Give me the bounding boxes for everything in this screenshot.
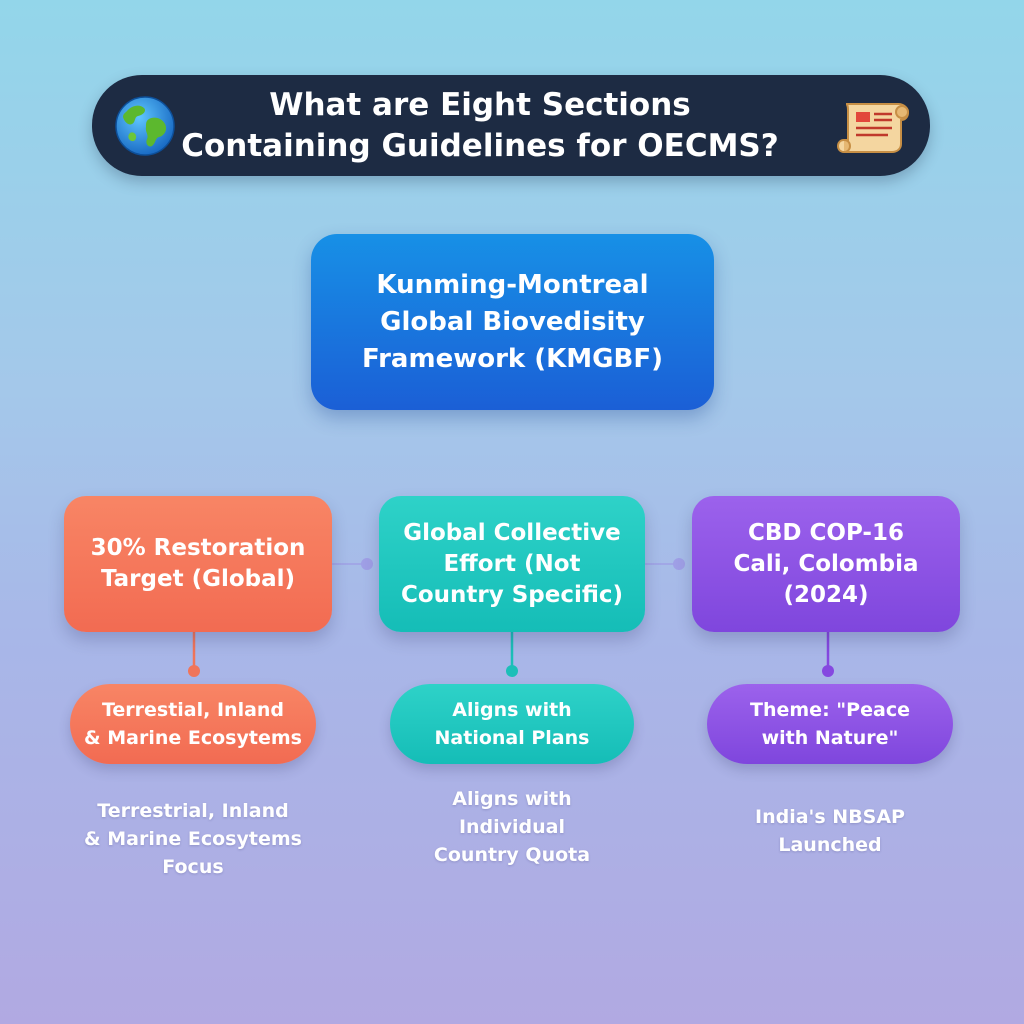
note-nbsap-launched: India's NBSAP Launched (755, 806, 905, 856)
globe-icon (115, 96, 175, 156)
connector-teal (506, 632, 518, 677)
pill-national-plans: Aligns with National Plans (390, 684, 634, 764)
root-node-kmgbf: Kunming-Montreal Global Biovedisity Fram… (311, 234, 714, 410)
connector-orange (188, 632, 200, 677)
scroll-icon (836, 103, 910, 153)
pill-ecosystems: Terrestial, Inland & Marine Ecosytems (70, 684, 316, 764)
connector-horizontal-right (645, 558, 685, 570)
pill-peace-with-nature: Theme: "Peace with Nature" (707, 684, 953, 764)
title-bar (92, 75, 930, 176)
node-cbd-cop16: CBD COP-16 Cali, Colombia (2024) (692, 496, 960, 632)
connector-horizontal-left (332, 558, 373, 570)
node-global-collective-effort: Global Collective Effort (Not Country Sp… (379, 496, 645, 632)
page-title: What are Eight Sections Containing Guide… (181, 87, 779, 164)
note-ecosystems-focus: Terrestrial, Inland & Marine Ecosytems F… (84, 800, 302, 878)
note-country-quota: Aligns with Individual Country Quota (433, 788, 591, 866)
connector-purple (822, 632, 834, 677)
node-restoration-target: 30% Restoration Target (Global) (64, 496, 332, 632)
